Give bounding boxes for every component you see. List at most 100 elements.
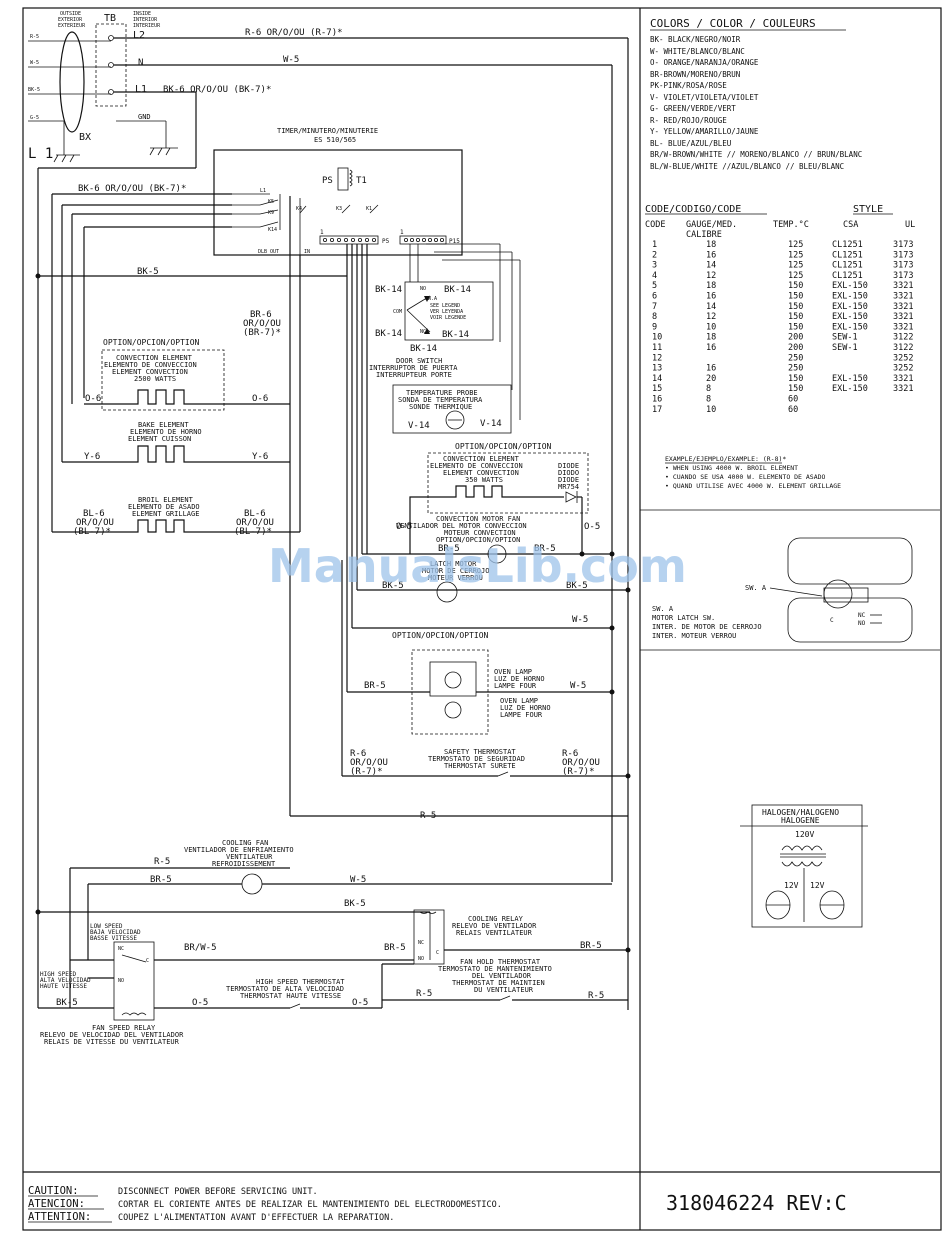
svg-text:CALIBRE: CALIBRE bbox=[686, 230, 722, 240]
svg-text:OR/O/OU: OR/O/OU bbox=[76, 518, 114, 528]
svg-text:RELAIS VENTILATEUR: RELAIS VENTILATEUR bbox=[456, 929, 533, 937]
code-table-cell: 16 bbox=[706, 364, 716, 374]
code-table: CODE/CODIGO/CODE STYLE CODE GAUGE/MED. C… bbox=[645, 204, 915, 415]
oven-lamps-block: OPTION/OPCION/OPTION OVEN LAMP LUZ DE HO… bbox=[347, 631, 615, 735]
svg-text:MOTEUR CONVECTION: MOTEUR CONVECTION bbox=[444, 529, 516, 537]
w5-supply: W-5 bbox=[30, 60, 39, 66]
sheet-border bbox=[22, 7, 942, 1231]
svg-text:C: C bbox=[830, 617, 834, 624]
svg-text:BK-5: BK-5 bbox=[344, 899, 366, 909]
g5-supply: G-5 bbox=[30, 115, 39, 121]
svg-text:SONDA DE TEMPERATURA: SONDA DE TEMPERATURA bbox=[398, 396, 483, 404]
gnd-label: GND bbox=[138, 113, 151, 121]
code-table-cell: 8 bbox=[652, 312, 657, 322]
svg-text:OPTION/OPCION/OPTION: OPTION/OPCION/OPTION bbox=[436, 536, 520, 544]
svg-text:W-5: W-5 bbox=[572, 615, 588, 625]
svg-text:O-5: O-5 bbox=[192, 998, 208, 1008]
code-table-cell: 18 bbox=[706, 240, 716, 250]
code-table-cell: 16 bbox=[652, 395, 662, 405]
svg-text:ELEMENTO DE ASADO: ELEMENTO DE ASADO bbox=[128, 503, 200, 511]
svg-text:CONVECTION ELEMENT: CONVECTION ELEMENT bbox=[443, 455, 520, 463]
svg-text:LAMPE FOUR: LAMPE FOUR bbox=[500, 711, 543, 719]
svg-text:TERMOSTATO DE ALTA VELOCIDAD: TERMOSTATO DE ALTA VELOCIDAD bbox=[226, 985, 344, 993]
svg-text:BROIL ELEMENT: BROIL ELEMENT bbox=[138, 496, 194, 504]
svg-text:C: C bbox=[436, 950, 439, 956]
svg-text:R-5: R-5 bbox=[588, 991, 604, 1001]
svg-text:HAUTE VITESSE: HAUTE VITESSE bbox=[40, 983, 87, 990]
svg-text:COOLING FAN: COOLING FAN bbox=[222, 839, 268, 847]
bk5-supply: BK-5 bbox=[28, 87, 40, 93]
svg-text:120V: 120V bbox=[795, 830, 814, 839]
outside-label: OUTSIDE bbox=[60, 11, 81, 17]
code-table-cell: 2 bbox=[652, 250, 657, 260]
svg-text:THERMOSTAT HAUTE VITESSE: THERMOSTAT HAUTE VITESSE bbox=[240, 992, 341, 1000]
svg-text:BR-5: BR-5 bbox=[150, 875, 172, 885]
example-note: EXAMPLE/EJEMPLO/EXAMPLE: (R-8)* • WHEN U… bbox=[665, 455, 841, 490]
halogen-detail: HALOGEN/HALOGENO HALOGENE 120V 12V 12V bbox=[740, 804, 868, 928]
svg-text:OPTION/OPCION/OPTION: OPTION/OPCION/OPTION bbox=[392, 631, 489, 640]
interieur-label: INTERIEUR bbox=[133, 23, 161, 29]
svg-text:OR/O/OU: OR/O/OU bbox=[236, 518, 274, 528]
caution-text-es: CORTAR EL CORIENTE ANTES DE REALIZAR EL … bbox=[118, 1200, 502, 1210]
colors-title: COLORS / COLOR / COULEURS bbox=[650, 17, 816, 30]
code-table-cell: 3321 bbox=[893, 322, 913, 332]
svg-text:THERMOSTAT SURETE: THERMOSTAT SURETE bbox=[444, 762, 516, 770]
svg-text:HALOGEN/HALOGENO: HALOGEN/HALOGENO bbox=[762, 808, 839, 817]
svg-text:VOIR LEGENDE: VOIR LEGENDE bbox=[430, 315, 466, 321]
svg-text:V-14: V-14 bbox=[408, 421, 430, 431]
svg-text:W-5: W-5 bbox=[570, 681, 586, 691]
svg-text:K14: K14 bbox=[268, 227, 277, 233]
timer-model: ES 510/565 bbox=[314, 136, 356, 144]
svg-text:SW. A: SW. A bbox=[652, 605, 674, 613]
svg-text:CODE: CODE bbox=[645, 220, 665, 230]
svg-text:1: 1 bbox=[400, 229, 404, 236]
code-table-cell: 6 bbox=[652, 292, 657, 302]
svg-text:OVEN LAMP: OVEN LAMP bbox=[494, 668, 532, 676]
svg-text:T1: T1 bbox=[356, 176, 367, 186]
svg-text:COOLING RELAY: COOLING RELAY bbox=[468, 915, 524, 923]
svg-text:LATCH MOTOR: LATCH MOTOR bbox=[430, 560, 477, 568]
svg-text:COM: COM bbox=[393, 309, 402, 315]
svg-text:SW. A: SW. A bbox=[745, 584, 767, 592]
svg-text:12V: 12V bbox=[810, 881, 825, 890]
code-table-cell: 5 bbox=[652, 281, 657, 291]
svg-text:BR-6: BR-6 bbox=[250, 310, 272, 320]
code-table-cell: 13 bbox=[652, 364, 662, 374]
svg-text:ELEMENTO DE CONVECCION: ELEMENTO DE CONVECCION bbox=[104, 361, 197, 369]
code-table-cell: 18 bbox=[706, 333, 716, 343]
code-table-cell: 14 bbox=[706, 261, 716, 271]
svg-text:BR-5: BR-5 bbox=[580, 941, 602, 951]
code-table-cell: 17 bbox=[652, 405, 662, 415]
svg-text:• WHEN USING 4000 W. BROIL ELE: • WHEN USING 4000 W. BROIL ELEMENT bbox=[665, 464, 798, 472]
timer-title: TIMER/MINUTERO/MINUTERIE bbox=[277, 127, 378, 135]
svg-text:BK-14: BK-14 bbox=[442, 330, 469, 340]
svg-text:DIODO: DIODO bbox=[558, 469, 579, 477]
svg-text:OPTION/OPCION/OPTION: OPTION/OPCION/OPTION bbox=[455, 442, 552, 451]
svg-text:K3: K3 bbox=[336, 206, 342, 212]
door-switch-block: BK-14 NO BK-14 SW.A SEE LEGEND VER LEYEN… bbox=[369, 243, 521, 420]
exterieur-label: EXTERIEUR bbox=[58, 23, 86, 29]
svg-text:THERMOSTAT DE MAINTIEN: THERMOSTAT DE MAINTIEN bbox=[452, 979, 545, 987]
svg-text:VER LEYENDA: VER LEYENDA bbox=[430, 309, 463, 315]
svg-text:EXAMPLE/EJEMPLO/EXAMPLE: (R-8): EXAMPLE/EJEMPLO/EXAMPLE: (R-8)* bbox=[665, 455, 786, 463]
svg-text:BK-14: BK-14 bbox=[444, 285, 471, 295]
svg-text:NC: NC bbox=[858, 612, 866, 619]
code-table-cell: 9 bbox=[652, 322, 657, 332]
code-table-cell: 150 bbox=[788, 374, 803, 384]
svg-text:BR-5: BR-5 bbox=[534, 544, 556, 554]
svg-text:RELEVO DE VELOCIDAD DEL VENTIL: RELEVO DE VELOCIDAD DEL VENTILADOR bbox=[40, 1031, 184, 1039]
cooling-relay: COOLING RELAY RELEVO DE VENTILADOR RELAI… bbox=[413, 909, 537, 965]
code-table-cell: 11 bbox=[652, 343, 662, 353]
svg-text:PK-PINK/ROSA/ROSE: PK-PINK/ROSA/ROSE bbox=[650, 81, 727, 90]
svg-text:OPTION/OPCION/OPTION: OPTION/OPCION/OPTION bbox=[103, 338, 200, 347]
svg-text:Y-6: Y-6 bbox=[252, 452, 268, 462]
svg-text:NC: NC bbox=[418, 940, 424, 946]
svg-text:R-6: R-6 bbox=[562, 749, 578, 759]
svg-text:R-6: R-6 bbox=[350, 749, 366, 759]
convection-350-block: OPTION/OPCION/OPTION CONVECTION ELEMENT … bbox=[352, 442, 631, 631]
svg-text:O-6: O-6 bbox=[252, 394, 268, 404]
svg-text:BL-6: BL-6 bbox=[244, 509, 266, 519]
code-table-cell: 3252 bbox=[893, 364, 913, 374]
code-table-cell: 150 bbox=[788, 322, 803, 332]
